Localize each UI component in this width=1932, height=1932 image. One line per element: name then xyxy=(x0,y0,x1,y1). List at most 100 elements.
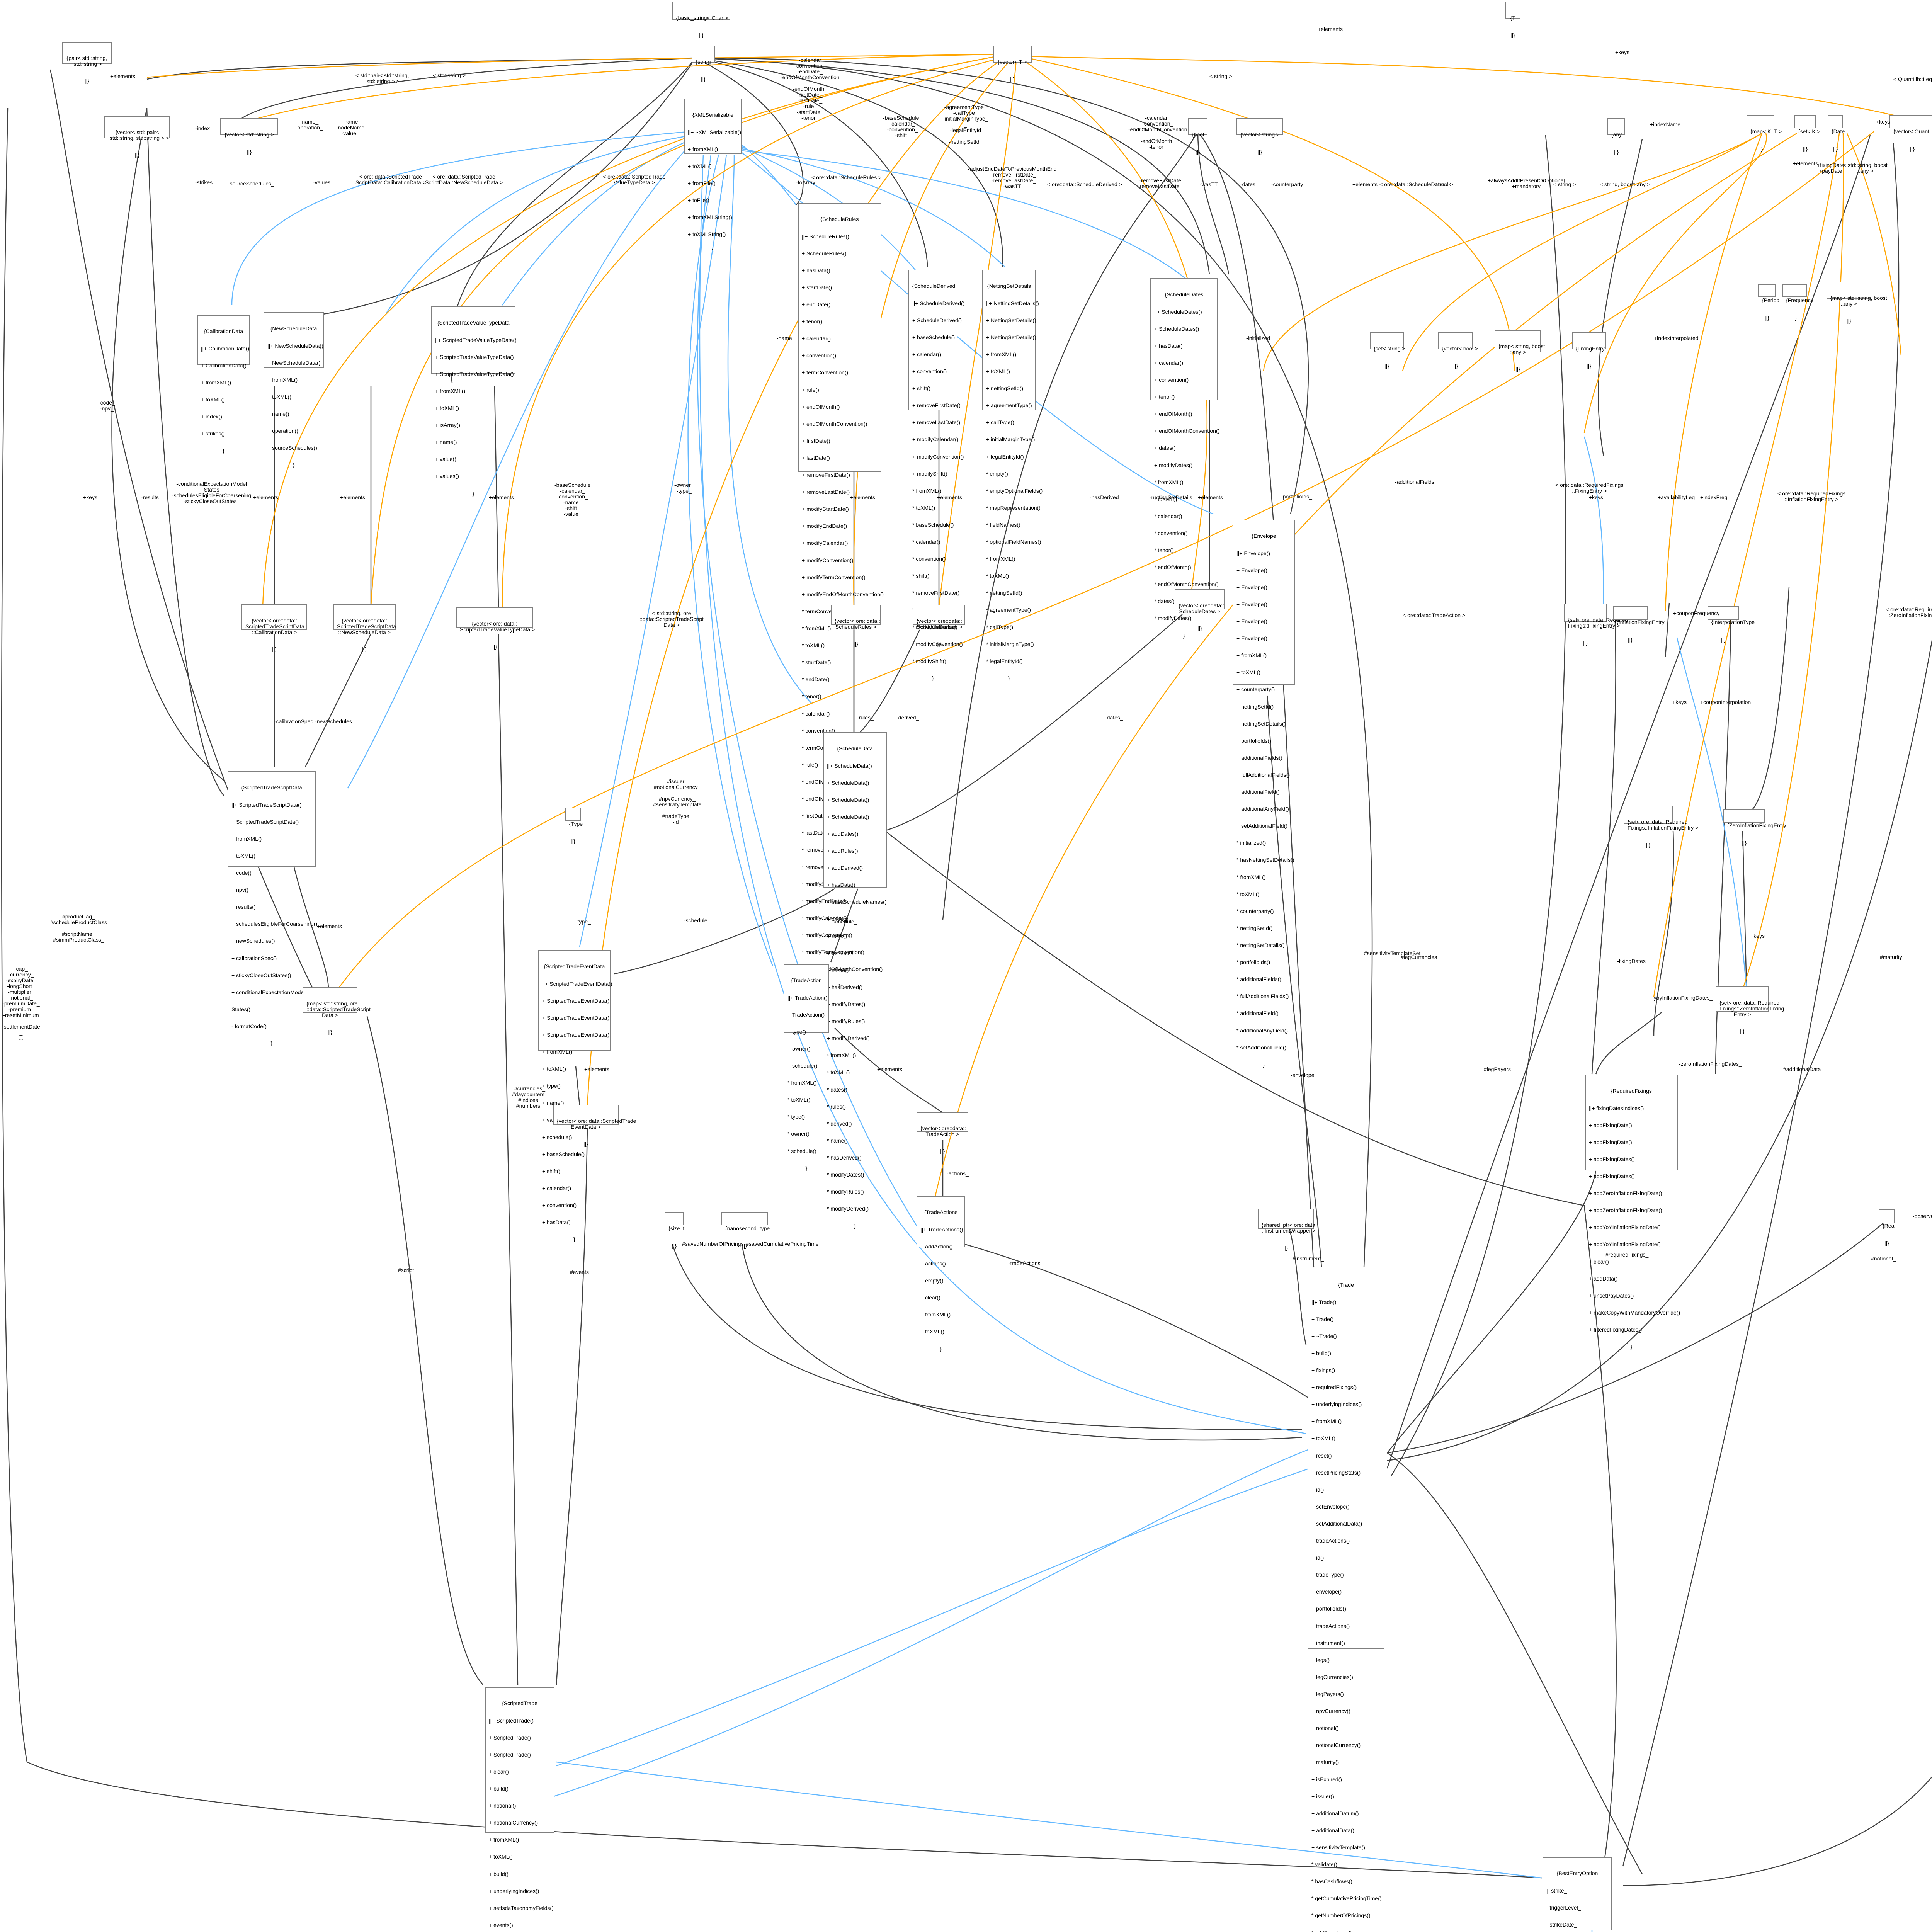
node-member: + fromXML() xyxy=(231,835,262,842)
edge-label: < ore::data::ScriptedTrade ScriptData::C… xyxy=(355,173,426,185)
node-basic-string[interactable]: {basic_string< Char > ||} xyxy=(672,2,730,38)
node-vector-value-type-data[interactable]: {vector< ore::data:: ScriptedTradeValueT… xyxy=(456,607,535,649)
node-vector-calibration-data[interactable]: {vector< ore::data:: ScriptedTradeScript… xyxy=(242,604,307,652)
node-member: + fromFile() xyxy=(688,180,716,186)
edge-label: -actions_ xyxy=(947,1170,969,1177)
node-title: {ZeroInflationFixingEntry xyxy=(1727,822,1786,829)
node-vector-quantlib-leg[interactable]: {vector< QuantLib::Leg > ||} xyxy=(1889,115,1932,151)
node-instrument-wrapper[interactable]: {shared_ptr< ore::data ::InstrumentWrapp… xyxy=(1258,1209,1315,1250)
node-trade-action[interactable]: {TradeAction ||+ TradeAction() + TradeAc… xyxy=(784,964,829,1171)
node-new-schedule-data[interactable]: {NewScheduleData ||+ NewScheduleData() +… xyxy=(264,312,324,468)
node-set-fixing-entry[interactable]: {set< ore::data::Required Fixings::Fixin… xyxy=(1564,604,1628,645)
node-scripted-trade-value-type-data[interactable]: {ScriptedTradeValueTypeData ||+ Scripted… xyxy=(431,306,517,496)
node-close: ||} xyxy=(1740,1028,1745,1034)
node-vector-schedule-dates[interactable]: {vector< ore::data:: ScheduleDates > ||} xyxy=(1175,589,1225,631)
node-member: * owner() xyxy=(787,1131,810,1137)
node-vector-pair[interactable]: {vector< std::pair< std::string, std::st… xyxy=(104,116,170,158)
edge-label: -toArray_ xyxy=(796,179,818,185)
node-member: + modifyCalendar() xyxy=(912,436,959,443)
node-calibration-data[interactable]: {CalibrationData ||+ CalibrationData() +… xyxy=(197,315,250,453)
node-vector-new-schedule-data[interactable]: {vector< ore::data:: ScriptedTradeScript… xyxy=(333,604,396,652)
node-xmlserializable[interactable]: {XMLSerializable ||+ ~XMLSerializable() … xyxy=(684,99,742,254)
node-set-inflation-fixing-entry[interactable]: {set< ore::data::Required Fixings::Infla… xyxy=(1624,806,1698,847)
node-member: + ScriptedTradeScriptData() xyxy=(231,818,299,825)
node-member: + nettingSetId() xyxy=(1236,703,1274,710)
node-set-k[interactable]: {set< K > ||} xyxy=(1794,115,1820,151)
node-set-zero-inflation-fixing-entry[interactable]: {set< ore::data::Required Fixings::ZeroI… xyxy=(1716,986,1784,1034)
edge-label: < QuantLib::Leg > xyxy=(1893,76,1932,82)
node-any[interactable]: {any ||} xyxy=(1607,118,1625,155)
node-title: {set< K > xyxy=(1798,128,1820,135)
node-nanosecond-type[interactable]: {nanosecond_type ||} xyxy=(721,1212,770,1248)
node-map-std-string-any[interactable]: {map< std::string, boost ::any > ||} xyxy=(1827,282,1887,323)
node-member: + unsetPayDates() xyxy=(1589,1292,1634,1299)
node-required-fixings[interactable]: {RequiredFixings ||+ fixingDatesIndices(… xyxy=(1585,1075,1680,1349)
node-schedule-rules[interactable]: {ScheduleRules ||+ ScheduleRules() + Sch… xyxy=(798,203,884,989)
node-title: {Envelope xyxy=(1252,533,1276,539)
node-frequency[interactable]: {Frequency ||} xyxy=(1782,284,1813,320)
node-member: * toXML() xyxy=(986,573,1009,579)
node-member: + baseSchedule() xyxy=(912,334,955,340)
node-title: {BestEntryOption xyxy=(1556,1870,1598,1877)
node-set-string[interactable]: {set< string > ||} xyxy=(1370,332,1405,369)
node-vector-std-string[interactable]: {vector< std::string > ||} xyxy=(220,118,278,155)
node-close: } xyxy=(712,248,714,255)
node-zero-inflation-fixing-entry[interactable]: {ZeroInflationFixingEntry ||} xyxy=(1723,809,1786,845)
node-schedule-data[interactable]: {ScheduleData ||+ ScheduleData() + Sched… xyxy=(823,732,887,1229)
node-member: + notionalCurrency() xyxy=(1311,1742,1361,1748)
node-member: + envelope() xyxy=(1311,1588,1342,1595)
node-scripted-trade[interactable]: {ScriptedTrade ||+ ScriptedTrade() + Scr… xyxy=(485,1687,554,1928)
node-title: {ScriptedTradeEventData xyxy=(544,963,605,970)
node-member: + toXML() xyxy=(688,163,712,169)
node-member: + resetPricingStats() xyxy=(1311,1469,1361,1476)
node-vector-event-data[interactable]: {vector< ore::data::ScriptedTrade EventD… xyxy=(553,1105,636,1146)
node-envelope[interactable]: {Envelope ||+ Envelope() + Envelope() + … xyxy=(1233,520,1295,1067)
node-netting-set-details[interactable]: {NettingSetDetails ||+ NettingSetDetails… xyxy=(982,270,1043,681)
node-member: * toXML() xyxy=(1154,496,1177,502)
node-schedule-derived[interactable]: {ScheduleDerived ||+ ScheduleDerived() +… xyxy=(908,270,964,681)
node-vector-schedule-rules[interactable]: {vector< ore::data:: ScheduleRules > ||} xyxy=(831,605,881,646)
node-member: ||+ TradeActions() xyxy=(920,1226,963,1233)
node-member: + schedule() xyxy=(542,1134,572,1140)
node-pair-string[interactable]: {pair< std::string, std::string > ||} xyxy=(62,42,112,83)
node-vector-trade-action[interactable]: {vector< ore::data:: TradeAction > ||} xyxy=(917,1112,968,1154)
node-title: {ScriptedTrade xyxy=(502,1700,538,1707)
node-type[interactable]: {Type ||} xyxy=(565,808,583,844)
node-schedule-dates[interactable]: {ScheduleDates ||+ ScheduleDates() + Sch… xyxy=(1150,278,1219,638)
node-vector-schedule-derived[interactable]: {vector< ore::data:: ScheduleDerived > |… xyxy=(913,605,965,646)
node-member: + calendar() xyxy=(1154,359,1184,366)
node-bool[interactable]: {bool ||} xyxy=(1188,118,1208,155)
node-member: + lastDate() xyxy=(802,454,830,461)
edge-label: < ore::data::RequiredFixings ::Inflation… xyxy=(1777,490,1846,502)
node-member: + shift() xyxy=(912,385,931,392)
node-best-entry-option[interactable]: {BestEntryOption |- strike_ - triggerLev… xyxy=(1543,1857,1612,1930)
node-period[interactable]: {Period ||} xyxy=(1758,284,1779,320)
node-fixing-entry[interactable]: {FixingEntry ||} xyxy=(1572,332,1606,369)
node-member: + modifyConvention() xyxy=(802,557,854,563)
node-vector-string[interactable]: {vector< string > ||} xyxy=(1236,118,1283,155)
node-inflation-fixing-entry[interactable]: {InflationFixingEntry ||} xyxy=(1613,606,1665,642)
node-vector-bool[interactable]: {vector< bool > ||} xyxy=(1438,332,1478,369)
node-close: } xyxy=(472,490,474,497)
node-real[interactable]: {Real ||} xyxy=(1879,1209,1895,1246)
node-scripted-trade-script-data[interactable]: {ScriptedTradeScriptData ||+ ScriptedTra… xyxy=(228,771,317,1046)
node-title: {vector< ore::data:: ScriptedTradeScript… xyxy=(337,617,396,635)
node-scripted-trade-event-data[interactable]: {ScriptedTradeEventData ||+ ScriptedTrad… xyxy=(538,950,612,1242)
node-T[interactable]: {T ||} xyxy=(1505,2,1520,38)
node-close: ||} xyxy=(1910,145,1915,152)
node-trade-actions[interactable]: {TradeActions ||+ TradeActions() + addAc… xyxy=(917,1196,965,1351)
node-size-t[interactable]: {size_t ||} xyxy=(665,1212,684,1248)
node-interpolation-type[interactable]: {InterpolationType ||} xyxy=(1708,606,1755,642)
node-map-string-any[interactable]: {map< string, boost ::any > ||} xyxy=(1495,330,1545,372)
node-map-k-t[interactable]: {map< K, T > ||} xyxy=(1747,115,1782,151)
node-member: + NettingSetDetails() xyxy=(986,334,1036,340)
node-member: + fullAdditionalFields() xyxy=(1236,771,1290,778)
edge-label: #requiredFixings_ xyxy=(1605,1252,1649,1258)
node-trade[interactable]: {Trade ||+ Trade() + Trade() + ~Trade() … xyxy=(1308,1269,1384,1932)
edge-label: < ore::data::ScriptedTrade ScriptData::N… xyxy=(425,173,503,185)
node-close: ||} xyxy=(1283,1245,1288,1251)
node-vector-t[interactable]: {vector< T > ||} xyxy=(993,46,1032,82)
node-date[interactable]: {Date ||} xyxy=(1828,115,1845,151)
node-map-script-data[interactable]: {map< std::string, ore ::data::ScriptedT… xyxy=(303,987,371,1035)
node-string[interactable]: {string ||} xyxy=(692,46,715,82)
